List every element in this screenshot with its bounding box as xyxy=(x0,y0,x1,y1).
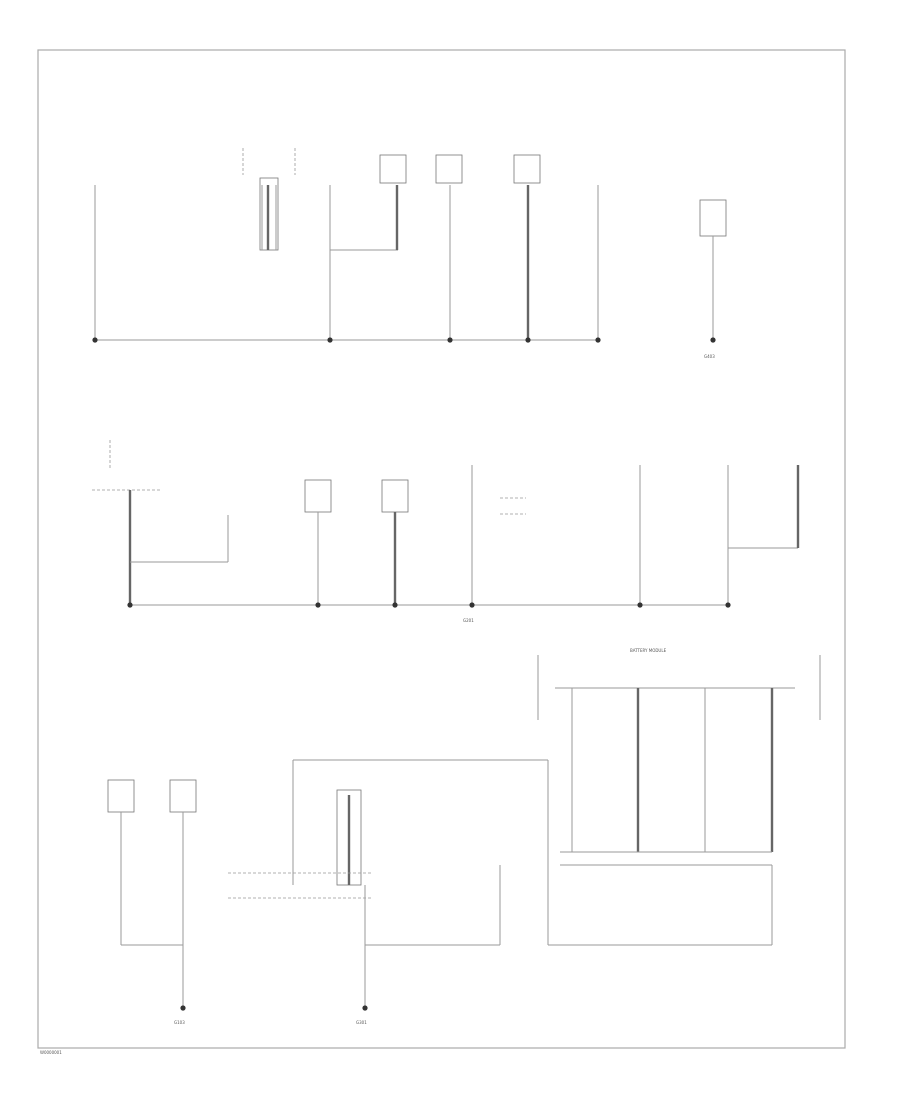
ground-label-bottom-left: G103 xyxy=(174,1020,185,1025)
ground-node-g103 xyxy=(180,1005,186,1011)
ground-node-g301 xyxy=(362,1005,368,1011)
ground-node xyxy=(92,337,98,343)
ground-label-top-right: G403 xyxy=(704,354,715,359)
page-id: W0000001 xyxy=(40,1050,62,1055)
ground-label-middle: G201 xyxy=(463,618,474,623)
ground-label-bottom-center: G301 xyxy=(356,1020,367,1025)
ground-node-g201 xyxy=(469,602,475,608)
battery-module-label: BATTERY MODULE xyxy=(630,648,667,653)
ground-node-g403 xyxy=(710,337,716,343)
diagram-frame xyxy=(37,49,846,1049)
